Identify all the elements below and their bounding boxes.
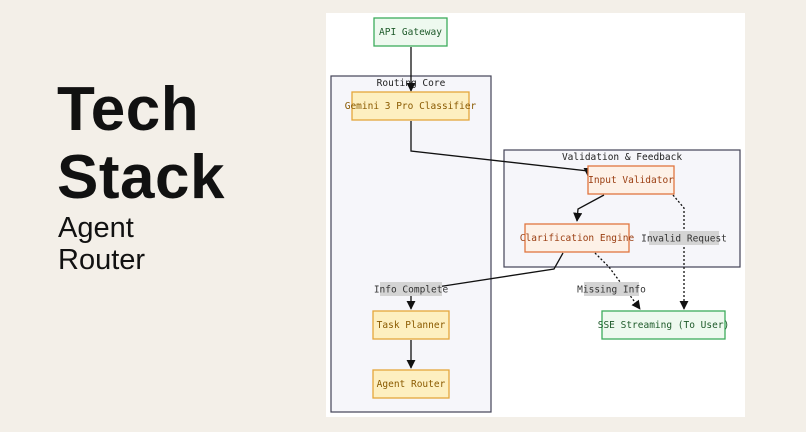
node-api-gateway[interactable]: API Gateway	[373, 17, 448, 47]
svg-text:Clarification Engine: Clarification Engine	[520, 233, 635, 244]
svg-text:Input Validator: Input Validator	[588, 175, 674, 186]
edge-label-missing-info: Missing Info	[577, 282, 646, 296]
group-validation-label: Validation & Feedback	[562, 152, 682, 163]
svg-text:Info Complete: Info Complete	[374, 285, 449, 296]
node-sse-streaming[interactable]: SSE Streaming (To User)	[598, 310, 730, 340]
node-agent-router[interactable]: Agent Router	[372, 369, 450, 399]
svg-text:API Gateway: API Gateway	[379, 27, 442, 38]
title-line-2: Stack	[57, 143, 225, 212]
svg-text:Task Planner: Task Planner	[377, 320, 446, 331]
subtitle-line-1: Agent	[58, 212, 134, 244]
svg-text:SSE Streaming (To User): SSE Streaming (To User)	[598, 320, 730, 331]
node-classifier[interactable]: Gemini 3 Pro Classifier	[345, 91, 477, 121]
node-clarification-engine[interactable]: Clarification Engine	[520, 223, 635, 253]
edge-validator-to-sse	[672, 194, 689, 310]
edge-label-invalid-request: Invalid Request	[641, 231, 727, 245]
flow-diagram: Routing Core Validation & Feedback API G…	[330, 17, 741, 413]
title-line-1: Tech	[57, 75, 200, 144]
slide-title: Tech Stack	[57, 76, 225, 212]
subtitle-line-2: Router	[58, 244, 146, 276]
edge-label-info-complete: Info Complete	[374, 282, 449, 296]
edge-validator-to-clarification	[573, 194, 605, 222]
node-input-validator[interactable]: Input Validator	[587, 165, 675, 195]
diagram-canvas: Routing Core Validation & Feedback API G…	[326, 13, 745, 417]
svg-text:Invalid Request: Invalid Request	[641, 234, 727, 245]
node-task-planner[interactable]: Task Planner	[372, 310, 450, 340]
svg-text:Gemini 3 Pro Classifier: Gemini 3 Pro Classifier	[345, 101, 477, 112]
svg-text:Agent Router: Agent Router	[377, 379, 446, 390]
edge-clarification-to-planner	[406, 252, 564, 310]
slide-subtitle: Agent Router	[58, 212, 145, 276]
svg-text:Missing Info: Missing Info	[577, 285, 646, 296]
